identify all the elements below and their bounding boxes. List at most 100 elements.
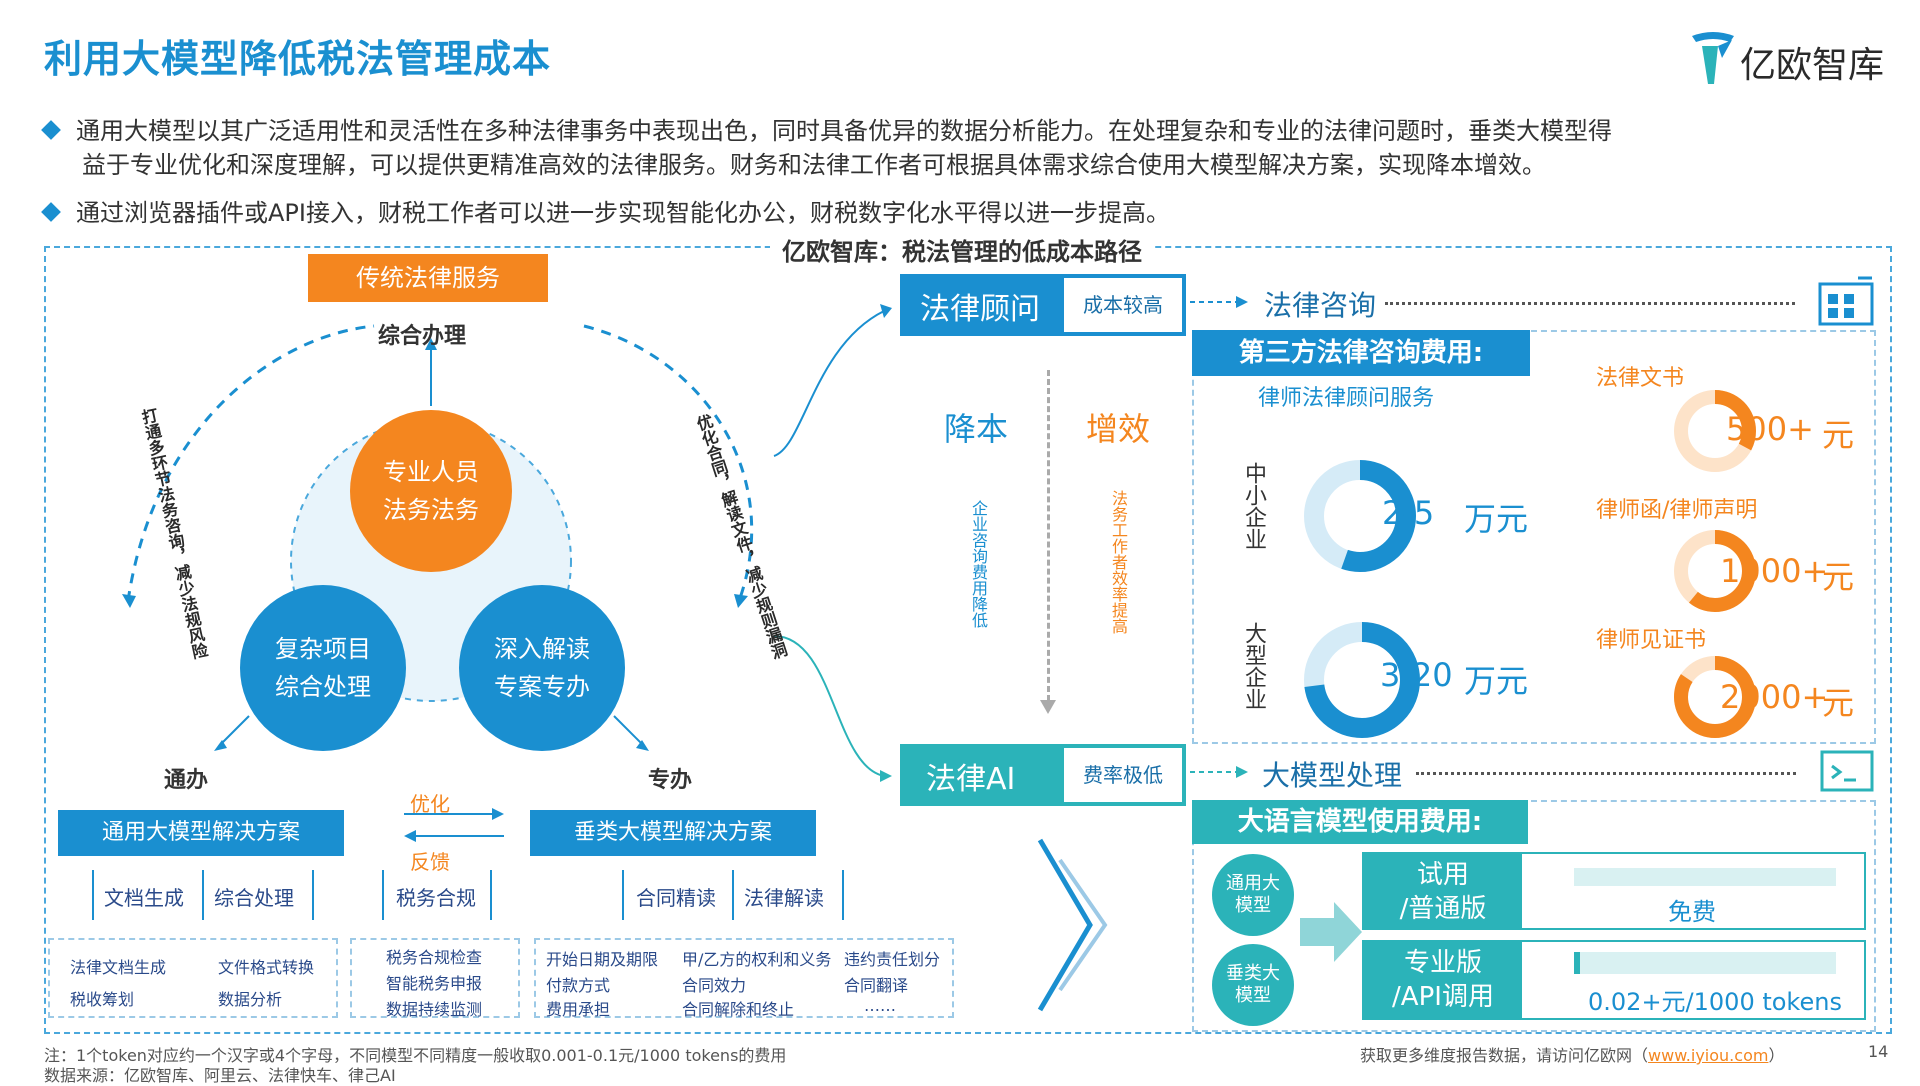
box1-item: 法律文档生成 [70,958,167,977]
box3-item: 合同翻译 [844,976,909,995]
general-sub-2: 综合处理 [214,886,294,910]
box3-item: 费用承担 [546,1000,611,1019]
low-rate-tag: 费率极低 [1064,748,1182,802]
general-sub-1: 文档生成 [104,886,184,910]
box1-item: 文件格式转换 [218,958,315,977]
general-model-text: 通用大模型 [1226,873,1280,916]
letter-label: 律师函/律师声明 [1596,498,1758,523]
curve-to-ai [773,635,885,777]
legal-ai-box: 法律AI 费率极低 [900,744,1186,806]
vertical-sub-1: 合同精读 [636,886,716,910]
chevron-decoration [1037,838,1108,1012]
pro-bar-track [1574,952,1836,974]
efficiency-label: 增效 [1086,410,1151,448]
bullet-1: 通用大模型以其广泛适用性和灵活性在多种法律事务中表现出色，同时具备优异的数据分析… [41,114,1894,182]
special-label: 专办 [648,768,693,793]
dash-arrow [1190,766,1248,778]
terminal-icon [1820,750,1874,792]
donut-doc [1674,390,1756,472]
box3-item: …… [864,996,896,1015]
witness-value: 2000+ [1720,678,1829,716]
trial-line2: /普通版 [1399,894,1487,924]
llm-cost-title: 大语言模型使用费用: [1192,800,1528,844]
trial-row: 试用 /普通版 免费 [1362,852,1866,930]
divider [622,870,624,920]
vertical-model-text: 垂类大模型 [1226,963,1280,1006]
circle-professional: 专业人员 法务法务 [350,410,512,572]
pro-bar-fill [1574,952,1580,974]
feedback-label: 反馈 [410,850,450,874]
llm-cost-box [1192,800,1876,1032]
arrow-head [636,740,649,751]
more-data: 获取更多维度报告数据，请访问亿欧网（www.iyiou.com） [1360,1042,1784,1066]
vertical-model-circle: 垂类大模型 [1212,944,1294,1026]
cost-down-label: 降本 [944,410,1009,448]
circle-left-line2: 综合处理 [275,673,371,701]
footnote: 注：1个token对应约一个汉字或4个字母，不同模型不同精度一般收取0.001-… [44,1046,787,1065]
box1-item: 税收筹划 [70,990,135,1009]
pro-line1: 专业版 [1403,948,1482,978]
box3-item: 甲/乙方的权利和义务 [682,950,832,969]
right-arrow-icon [1300,902,1362,962]
curve-to-advisor [773,310,885,457]
bullet-2: 通过浏览器插件或API接入，财税工作者可以进一步实现智能化办公，财税数字化水平得… [41,196,1894,230]
vertical-sub-2: 法律解读 [744,886,824,910]
legal-ai-label: 法律AI [926,762,1016,797]
third-party-box [1192,330,1876,744]
witness-label: 律师见证书 [1596,628,1707,653]
letter-value: 1000+ [1720,552,1829,590]
donut-large [1304,622,1420,738]
divider [732,870,734,920]
divider [382,870,384,920]
price-label: 0.02+元/1000 tokens [1588,988,1842,1016]
circle-top-line1: 专业人员 [383,458,479,486]
arrow-right-down [613,715,645,747]
arc-left [126,324,375,602]
third-party-title: 第三方法律咨询费用: [1192,330,1530,376]
witness-unit: 元 [1822,684,1855,722]
donut-letter [1674,530,1756,612]
data-source: 数据来源：亿欧智库、阿里云、法律快车、律己AI [44,1066,396,1085]
doc-value: 500+ [1726,410,1814,448]
trial-line1: 试用 [1416,860,1469,890]
sme-label: 中小企业 [1241,462,1266,550]
diagram-title: 亿欧智库：税法管理的低成本路径 [770,232,1154,267]
trial-label: 试用 /普通版 [1364,854,1522,928]
llm-process-label: 大模型处理 [1262,759,1403,792]
bullet-1-line-1: 通用大模型以其广泛适用性和灵活性在多种法律事务中表现出色，同时具备优异的数据分析… [76,117,1612,145]
logo: 亿欧智库 [1688,28,1898,88]
trial-bar [1574,868,1836,886]
legal-advisor-box: 法律顾问 成本较高 [900,274,1186,336]
free-label: 免费 [1668,898,1716,926]
arrow-head [404,830,416,842]
circle-right-line1: 深入解读 [494,635,590,663]
website-link[interactable]: www.iyiou.com [1648,1046,1769,1065]
dotted-line [1385,302,1795,305]
circle-right-line2: 专案专办 [494,673,590,701]
divider [202,870,204,920]
divider [312,870,314,920]
box2-item: 数据持续监测 [386,1000,483,1019]
sme-unit: 万元 [1464,500,1529,538]
bullet-2-text: 通过浏览器插件或API接入，财税工作者可以进一步实现智能化办公，财税数字化水平得… [76,199,1170,227]
circle-top-line2: 法务法务 [383,496,479,524]
circle-indepth: 深入解读 专案专办 [459,585,625,751]
divider [490,870,492,920]
donut-witness [1674,656,1756,738]
arrow-left-down [218,715,250,747]
detail-box-1: 法律文档生成 文件格式转换 税收筹划 数据分析 [48,938,338,1018]
donut-sme [1304,460,1416,572]
general-solution-box: 通用大模型解决方案 [58,810,344,856]
letter-unit: 元 [1822,558,1855,596]
efficiency-desc: 法务工作者效率提高 [1109,490,1128,634]
circle-left-line1: 复杂项目 [275,635,371,663]
box3-item: 开始日期及期限 [546,950,659,969]
arrow-head [880,770,892,782]
box3-item: 违约责任划分 [844,950,941,969]
large-unit: 万元 [1464,662,1529,700]
lawyer-service-label: 律师法律顾问服务 [1258,386,1435,411]
arrow-head [122,594,136,608]
general-label: 通办 [164,768,209,793]
pro-row: 专业版 /API调用 0.02+元/1000 tokens [1362,940,1866,1020]
sme-value: 2-5 [1382,494,1435,532]
